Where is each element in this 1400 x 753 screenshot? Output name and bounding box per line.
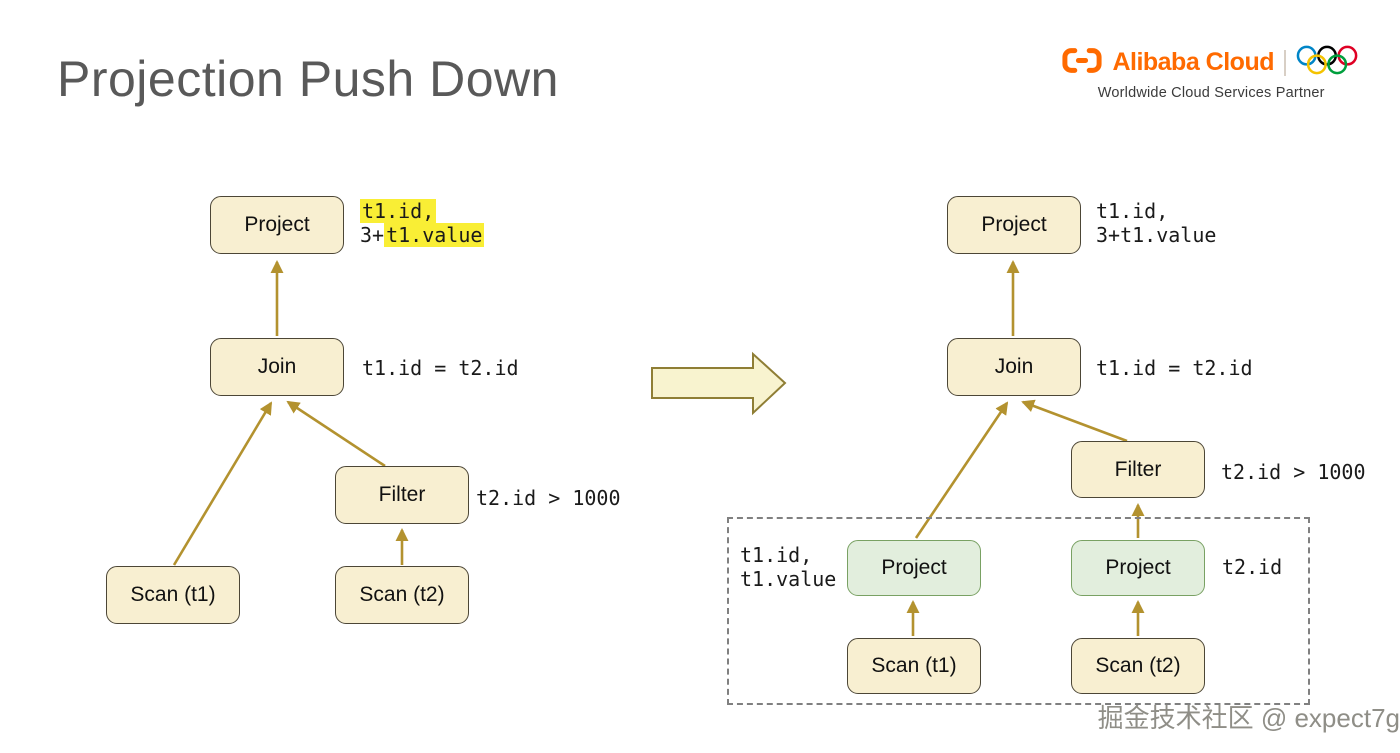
right-filter-node: Filter (1071, 441, 1205, 498)
highlighted-expr-t1value: t1.value (384, 223, 485, 247)
left-filter-annotation: t2.id > 1000 (476, 486, 621, 510)
right-project-label: Project (981, 213, 1047, 236)
left-scan-t1-node: Scan (t1) (106, 566, 240, 624)
pushed-project-t1-label: Project (881, 556, 947, 579)
left-project-label: Project (244, 213, 310, 236)
right-scan-t1-label: Scan (t1) (871, 654, 957, 677)
left-scan-t2-node: Scan (t2) (335, 566, 469, 624)
pushed-project-t1-node: Project (847, 540, 981, 596)
plain-expr-3plus: 3+ (360, 223, 385, 247)
watermark: 掘金技术社区 @ expect7g (1097, 703, 1400, 733)
right-scan-t1-node: Scan (t1) (847, 638, 981, 694)
alibaba-cloud-logo: Alibaba Cloud Worldwide Cloud Services P… (1062, 44, 1360, 101)
left-join-annotation: t1.id = t2.id (362, 356, 519, 380)
left-scan-t2-label: Scan (t2) (359, 583, 445, 606)
pushed-project1-ann-line2: t1.value (740, 567, 837, 591)
pushed-project-t2-node: Project (1071, 540, 1205, 596)
pushed-project-t2-label: Project (1105, 556, 1171, 579)
left-join-label: Join (257, 355, 297, 378)
right-project-ann-line1: t1.id, (1096, 199, 1169, 223)
pushed-project2-annotation: t2.id (1222, 555, 1283, 579)
right-project-ann-line2: 3+t1.value (1096, 223, 1217, 247)
left-scan-t1-label: Scan (t1) (130, 583, 216, 606)
left-project-node: Project (210, 196, 344, 254)
logo-tagline: Worldwide Cloud Services Partner (1097, 85, 1325, 101)
highlighted-expr-t1id: t1.id, (360, 199, 437, 223)
right-scan-t2-label: Scan (t2) (1095, 654, 1181, 677)
pushed-project1-annotation: t1.id, t1.value (740, 543, 836, 591)
left-filter-node: Filter (335, 466, 469, 524)
right-scan-t2-node: Scan (t2) (1071, 638, 1205, 694)
right-filter-label: Filter (1114, 457, 1162, 481)
right-join-annotation: t1.id = t2.id (1096, 356, 1253, 380)
brand-name: Alibaba Cloud (1112, 48, 1274, 76)
alibaba-bracket-icon (1062, 47, 1103, 79)
right-filter-annotation: t2.id > 1000 (1221, 460, 1366, 484)
transform-arrow-icon (651, 351, 787, 416)
right-project-node: Project (947, 196, 1081, 254)
left-project-annotation: t1.id, 3+t1.value (360, 199, 485, 247)
edge-left-filter-to-join (286, 400, 386, 468)
pushdown-region-outline (727, 517, 1310, 705)
pushed-project1-ann-line1: t1.id, (740, 543, 813, 567)
edge-left-scan1-to-join (172, 401, 273, 566)
right-join-node: Join (947, 338, 1081, 396)
left-join-node: Join (210, 338, 344, 396)
page-title: Projection Push Down (57, 51, 559, 107)
left-filter-label: Filter (378, 483, 426, 506)
right-project-annotation: t1.id, 3+t1.value (1096, 199, 1216, 247)
olympic-rings-icon (1296, 44, 1360, 81)
edge-right-filter-to-join (1021, 399, 1128, 443)
logo-brand-row: Alibaba Cloud (1062, 44, 1360, 81)
logo-divider (1284, 49, 1286, 76)
right-join-label: Join (994, 355, 1034, 378)
